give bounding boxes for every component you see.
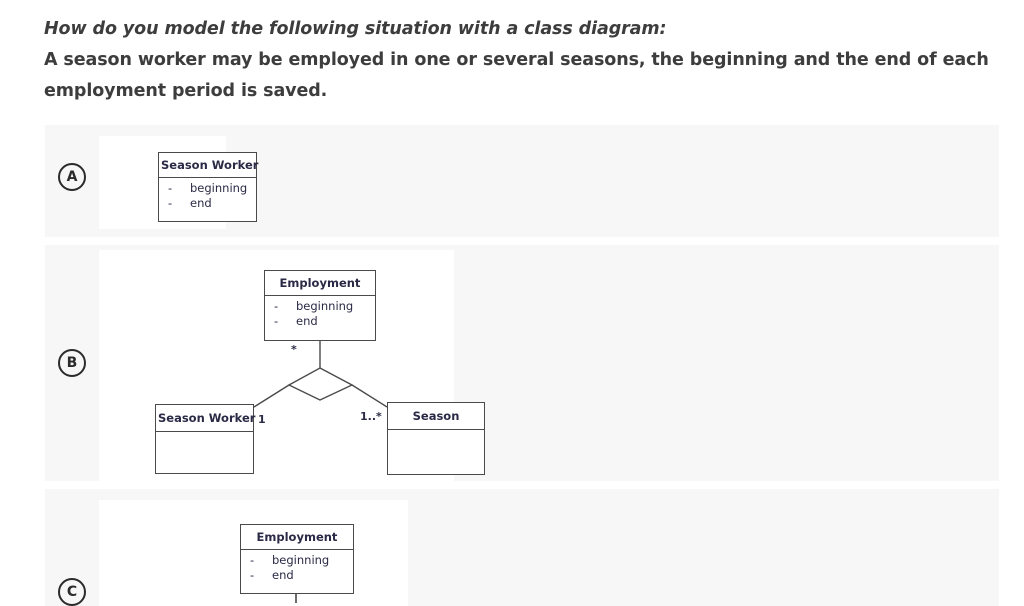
option-letter-c[interactable]: C [58,578,86,606]
uml-class-employment: Employment - beginning - end [240,524,354,594]
uml-class-name: Employment [279,276,361,290]
attribute-label: beginning [272,553,330,567]
visibility-marker: - [250,568,255,582]
connector-line-season [351,384,388,408]
question-prompt: How do you model the following situation… [44,19,667,39]
uml-attribute-list: - beginning - end [159,178,256,215]
uml-attribute-list [156,432,253,469]
option-letter-a[interactable]: A [58,163,86,191]
uml-class-name: Season Worker [161,158,259,172]
uml-class-name: Employment [256,530,338,544]
uml-class-name: Season [412,409,460,423]
multiplicity-employment: * [291,343,297,356]
attribute-label: end [296,314,318,328]
diagram-canvas-c: Employment - beginning - end [99,500,408,606]
uml-class-employment: Employment - beginning - end [264,270,376,341]
attribute-label: beginning [296,299,354,313]
uml-divider [265,295,375,296]
uml-attribute: - beginning [159,181,256,196]
multiplicity-season-worker: 1 [258,413,266,426]
uml-class-season-worker: Season Worker [155,404,256,474]
connector-line-season-worker [253,384,290,408]
uml-divider [156,431,253,432]
option-letter-b[interactable]: B [58,349,86,377]
uml-attribute: - end [265,314,375,329]
uml-class-name: Season Worker [158,411,256,425]
question-scenario-line-2: employment period is saved. [44,81,328,101]
question-block: How do you model the following situation… [44,14,1004,107]
uml-attribute: - end [241,568,353,583]
uml-class-season-worker: Season Worker - beginning - end [158,152,259,222]
uml-divider [388,429,484,430]
visibility-marker: - [168,181,173,195]
visibility-marker: - [168,196,173,210]
uml-divider [159,177,256,178]
option-row-a[interactable]: A Season Worker - beginning - end [45,125,999,237]
attribute-label: beginning [190,181,248,195]
visibility-marker: - [274,314,279,328]
uml-attribute-list: - beginning - end [241,550,353,587]
association-diamond [287,367,354,401]
uml-attribute: - end [159,196,256,211]
option-row-c[interactable]: C Employment - beginning - end [45,489,999,606]
uml-attribute-list [388,430,484,467]
uml-attribute: - beginning [265,299,375,314]
uml-class-season: Season [387,402,485,475]
uml-attribute: - beginning [241,553,353,568]
uml-divider [241,549,353,550]
option-row-b[interactable]: B Employment - beginning - end [45,245,999,481]
visibility-marker: - [274,299,279,313]
visibility-marker: - [250,553,255,567]
uml-attribute-list: - beginning - end [265,296,375,333]
multiplicity-season: 1..* [360,410,382,423]
question-scenario-line-1: A season worker may be employed in one o… [44,50,989,70]
diagram-canvas-b: Employment - beginning - end Season Worker… [99,250,485,481]
diagram-canvas-a: Season Worker - beginning - end [99,136,258,229]
attribute-label: end [272,568,294,582]
attribute-label: end [190,196,212,210]
